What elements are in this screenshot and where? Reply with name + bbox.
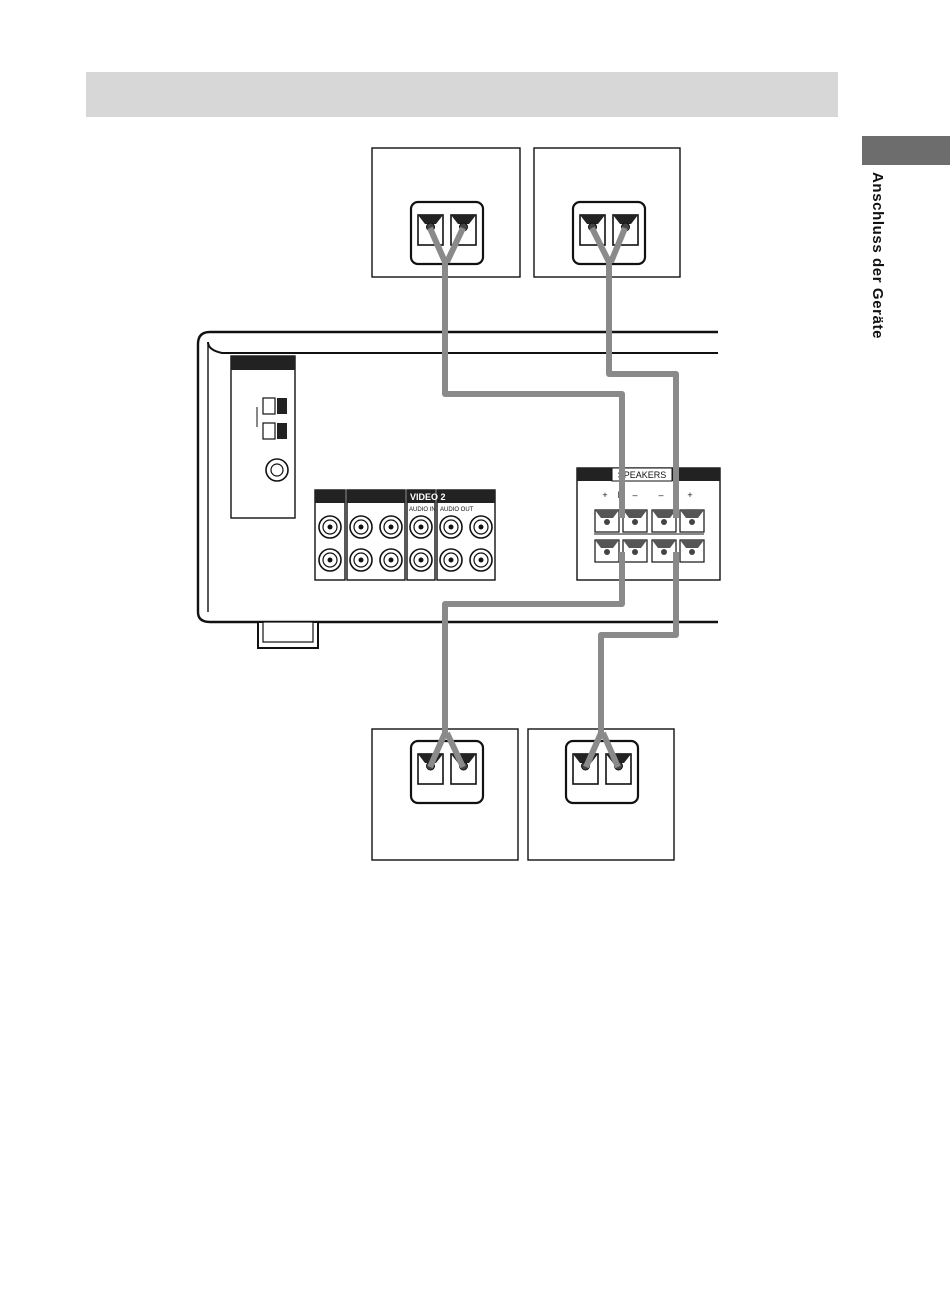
binding-post [652,510,676,532]
binding-post [595,540,619,562]
receiver-rear-panel: VIDEO 2 AUDIO IN AUDIO OUT SPEAKERS + R … [198,332,720,648]
audio-out-label: AUDIO OUT [440,507,474,513]
terminal-sign: – [632,490,637,500]
rca-jack [380,549,402,571]
rca-jack [350,516,372,538]
binding-post [595,510,619,532]
terminal-sign: – [658,490,663,500]
rca-jack [410,516,432,538]
audio-jack-panel: VIDEO 2 AUDIO IN AUDIO OUT [315,490,495,580]
binding-post [623,540,647,562]
rca-jack [410,549,432,571]
rca-jack [350,549,372,571]
binding-post [623,510,647,532]
rca-jack [319,549,341,571]
receiver-foot [258,622,318,648]
terminal-sign: + [687,490,692,500]
rca-jack [470,549,492,571]
video2-label: VIDEO 2 [410,492,446,502]
rca-jack [319,516,341,538]
speaker-terminal [566,741,638,803]
speakers-terminal-panel: SPEAKERS + R – – L + [577,468,720,580]
terminal-sign: + [602,490,607,500]
rca-jack [440,549,462,571]
binding-post [652,540,676,562]
rca-jack [380,516,402,538]
rca-jack [470,516,492,538]
speaker-rear-right [372,729,518,860]
binding-post [680,540,704,562]
speaker-terminal [573,202,645,264]
speaker-rear-left [528,729,674,860]
antenna-panel [231,356,295,518]
speaker-terminal [411,741,483,803]
binding-post [680,510,704,532]
audio-in-label: AUDIO IN [409,507,436,513]
rca-jack [440,516,462,538]
speaker-terminal [411,202,483,264]
speakers-label: SPEAKERS [618,470,667,480]
